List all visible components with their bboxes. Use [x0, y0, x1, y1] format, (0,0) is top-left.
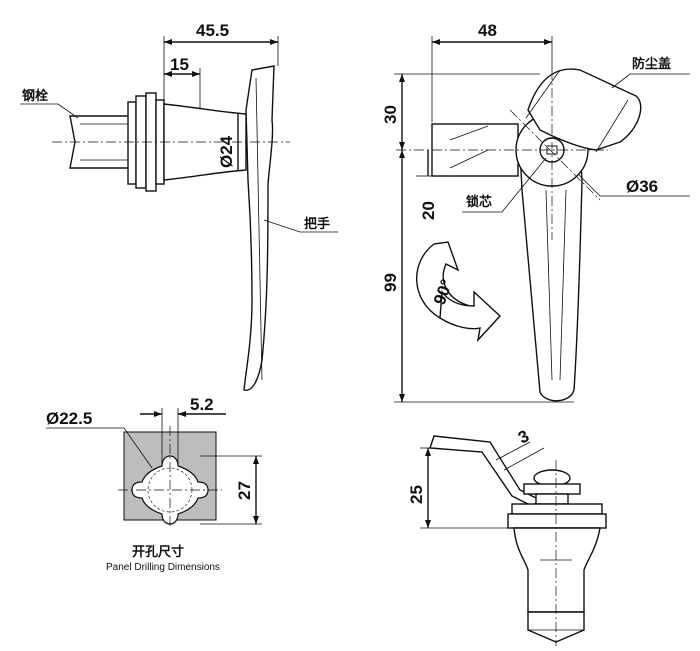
dim-overall-width: 45.5 — [163, 21, 279, 100]
dim-side-diameter-text: Ø24 — [217, 135, 236, 168]
label-bolt: 钢栓 — [20, 88, 79, 119]
dim-front-lower-text: 20 — [419, 201, 438, 220]
bottom-nut — [511, 503, 603, 515]
dim-cutout-offset-text: 5.2 — [190, 395, 214, 414]
bolt-shaft — [69, 115, 139, 169]
dim-bottom-thickness-text: 3 — [515, 426, 532, 447]
dim-front-lower: 20 — [416, 150, 438, 220]
dim-cutout-height: 27 — [200, 455, 262, 525]
cutout-title-en: Panel Drilling Dimensions — [106, 562, 220, 573]
dim-cutout-height-text: 27 — [235, 481, 254, 500]
dim-overall-width-text: 45.5 — [196, 21, 229, 40]
rotation-arrow: 90° — [416, 241, 501, 343]
dim-front-width-text: 48 — [478, 21, 497, 40]
side-view: 45.5 15 Ø24 钢栓 把手 — [20, 21, 338, 392]
dim-front-top-text: 30 — [381, 105, 400, 124]
dim-cutout-offset: 5.2 — [140, 395, 226, 466]
dim-front-top: 30 — [381, 73, 540, 150]
label-handle-text: 把手 — [304, 216, 330, 232]
dim-cutout-diameter: Ø22.5 — [46, 409, 153, 469]
dim-bottom-height: 25 — [407, 447, 508, 529]
dim-front-length: 99 — [381, 150, 574, 403]
dim-shank: 15 — [164, 55, 201, 108]
label-handle: 把手 — [263, 216, 338, 233]
dim-front-width: 48 — [431, 21, 553, 122]
label-dust-cover: 防尘盖 — [611, 56, 690, 89]
label-dust-cover-text: 防尘盖 — [632, 56, 671, 72]
bottom-view: 25 3 — [407, 426, 607, 646]
cutout-title-cn: 开孔尺寸 — [132, 544, 184, 560]
dim-front-diameter: Ø36 — [577, 173, 690, 197]
dim-side-diameter: Ø24 — [217, 114, 239, 170]
label-lock-core: 锁芯 — [462, 157, 547, 213]
panel-cutout: Ø22.5 5.2 27 开孔尺寸 Panel Drilling Dimensi… — [46, 395, 262, 573]
dim-cutout-diameter-text: Ø22.5 — [46, 409, 92, 428]
dim-front-diameter-text: Ø36 — [626, 177, 658, 196]
dim-bottom-height-text: 25 — [407, 485, 426, 504]
label-bolt-text: 钢栓 — [22, 88, 48, 104]
bottom-washer — [523, 483, 581, 495]
dim-shank-text: 15 — [170, 55, 189, 74]
bottom-body — [513, 527, 601, 613]
dim-front-length-text: 99 — [381, 273, 400, 292]
label-lock-core-text: 锁芯 — [466, 194, 492, 210]
front-view: 48 30 20 99 Ø36 防尘盖 — [381, 21, 690, 403]
